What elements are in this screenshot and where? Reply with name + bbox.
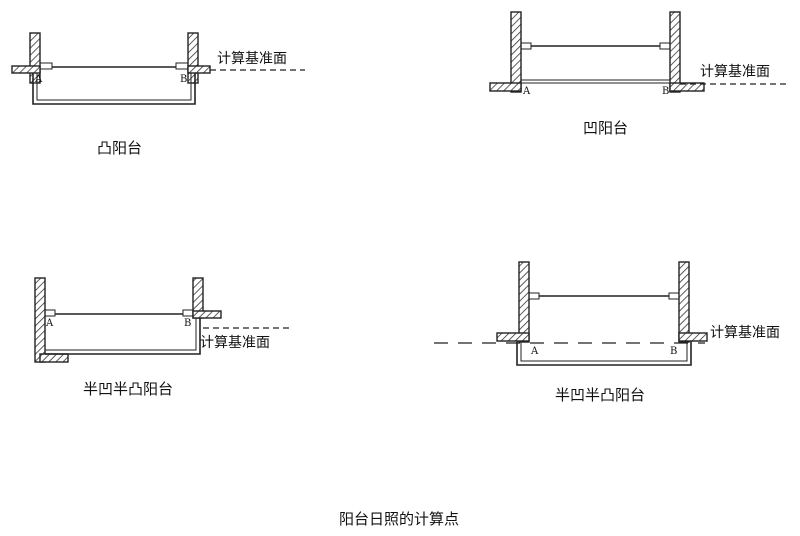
left-floor-slab: [39, 353, 69, 363]
right-floor-slab: [192, 310, 222, 319]
point-a: A: [530, 346, 539, 357]
reference-label: 计算基准面: [217, 50, 287, 67]
balcony-outline: [516, 341, 692, 366]
left-wall: [34, 277, 46, 363]
right-wall: [669, 11, 681, 93]
caption: 凹阳台: [583, 119, 628, 137]
point-a: A: [45, 318, 54, 329]
left-floor-slab: [489, 82, 522, 92]
balcony-inner-outline: [45, 318, 197, 351]
balcony-inner-outline: [520, 341, 688, 362]
right-wall: [187, 32, 199, 84]
left-sill: [528, 292, 540, 300]
right-sill: [668, 292, 680, 300]
diagram-half-concave-balcony-right: 计算基准面 A B 半凹半凸阳台: [434, 261, 780, 404]
reference-label: 计算基准面: [710, 324, 780, 341]
right-sill: [182, 309, 194, 317]
right-floor-slab: [669, 82, 705, 92]
point-b: B: [184, 318, 191, 329]
left-wall: [510, 11, 522, 93]
point-b: B: [662, 86, 669, 97]
diagram-half-concave-balcony-left: 计算基准面 A B 半凹半凸阳台: [34, 277, 290, 398]
right-wall: [678, 261, 690, 343]
left-sill: [44, 309, 56, 317]
left-floor-slab: [11, 65, 41, 74]
balcony-outline: [32, 73, 196, 105]
diagram-concave-balcony: 计算基准面 A B 凹阳台: [489, 11, 790, 137]
point-b: B: [670, 346, 677, 357]
caption: 凸阳台: [97, 139, 142, 157]
figure-title: 阳台日照的计算点: [339, 510, 459, 528]
balcony-inner-outline: [36, 73, 192, 101]
left-sill: [39, 62, 53, 70]
diagram-convex-balcony: 计算基准面 A B 凸阳台: [11, 32, 305, 157]
caption: 半凹半凸阳台: [555, 386, 645, 404]
left-floor-slab: [496, 332, 530, 342]
right-sill: [659, 42, 671, 50]
left-wall: [518, 261, 530, 343]
balcony-outline: [45, 318, 201, 355]
left-wall: [29, 32, 41, 84]
caption: 半凹半凸阳台: [83, 380, 173, 398]
point-b: B: [180, 74, 187, 85]
right-sill: [175, 62, 189, 70]
reference-label: 计算基准面: [700, 63, 770, 80]
point-a: A: [34, 74, 43, 85]
right-floor-slab: [187, 65, 211, 74]
reference-label: 计算基准面: [200, 334, 270, 351]
right-floor-slab: [678, 332, 708, 342]
left-sill: [520, 42, 532, 50]
point-a: A: [522, 86, 531, 97]
